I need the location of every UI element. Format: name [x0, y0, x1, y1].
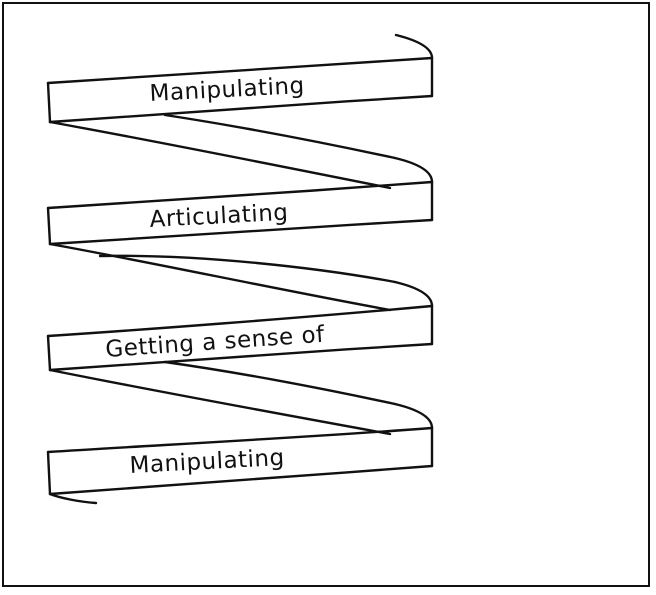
back-strip-1 — [48, 113, 434, 190]
back-strip-3 — [48, 360, 434, 436]
ribbon-label-1: Manipulating — [149, 73, 305, 107]
back-strip-2 — [48, 242, 434, 312]
ribbon-label-4: Manipulating — [129, 445, 285, 479]
ribbon-label-3: Getting a sense of — [105, 322, 326, 363]
ribbon-3 — [46, 304, 434, 372]
ribbon-4 — [46, 426, 434, 505]
ribbon-label-2: Articulating — [149, 200, 289, 233]
ribbon-2 — [46, 180, 434, 246]
ribbon-1 — [46, 33, 434, 124]
